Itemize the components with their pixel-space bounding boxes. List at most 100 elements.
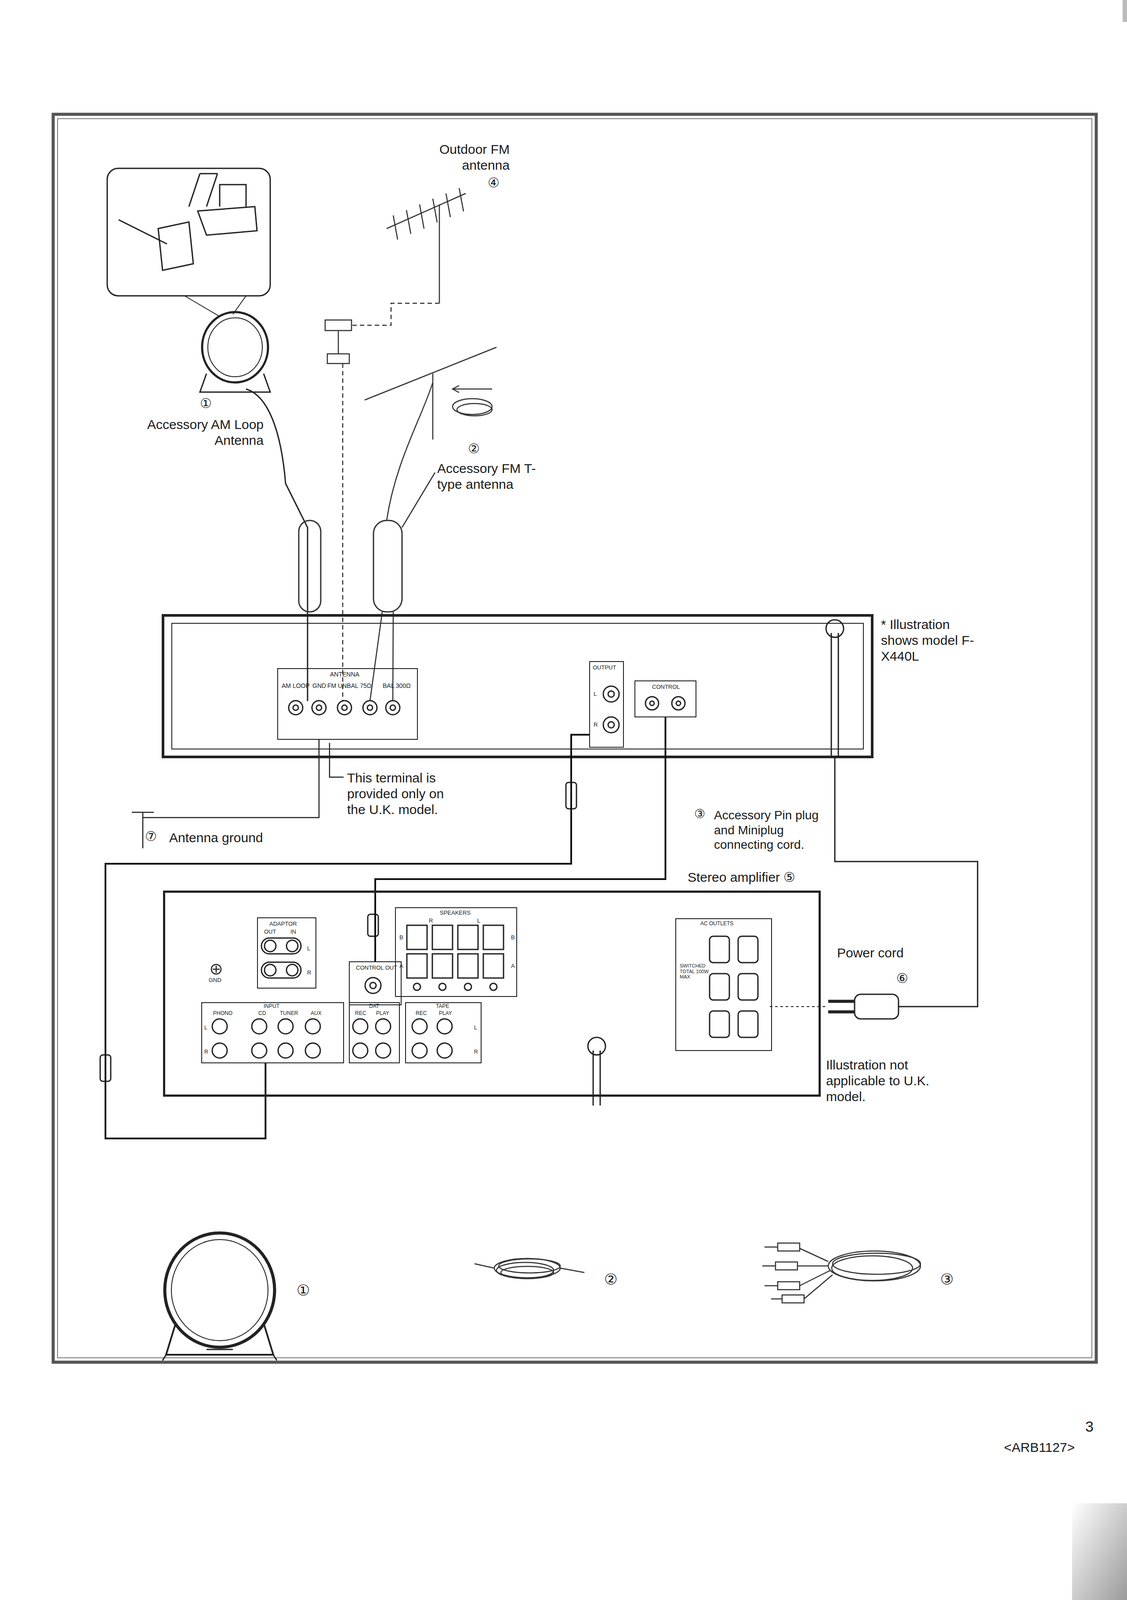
page-frame bbox=[53, 114, 1097, 1362]
outdoor-fm-antenna bbox=[342, 363, 344, 701]
power-cord bbox=[831, 632, 839, 757]
terminal-label: SWITCHED TOTAL 100W MAX bbox=[679, 962, 709, 980]
ground-terminal bbox=[211, 963, 222, 974]
amplifier-jacks bbox=[365, 977, 381, 993]
amplifier-cord bbox=[587, 1036, 606, 1055]
callout-number: ② bbox=[467, 440, 480, 457]
outdoor-fm-antenna bbox=[325, 319, 352, 331]
amplifier-jacks bbox=[286, 963, 298, 976]
fm-t-antenna bbox=[456, 403, 493, 416]
tuner-rear-panel bbox=[163, 615, 873, 757]
antenna-terminals bbox=[362, 700, 377, 715]
terminal-label: GND bbox=[312, 681, 327, 689]
tape-jacks: TAPERECPLAYLR bbox=[405, 1001, 482, 1063]
amplifier-jacks bbox=[375, 1042, 391, 1058]
terminal-label: CD bbox=[258, 1010, 266, 1017]
terminal-label: PHONO bbox=[213, 1010, 233, 1017]
control-out-jack: CONTROL OUT bbox=[348, 960, 402, 1005]
tuner-jacks bbox=[603, 685, 685, 733]
tuner-rear-panel bbox=[163, 615, 873, 757]
ac-outlets bbox=[738, 935, 758, 963]
callout-number: ② bbox=[604, 1269, 618, 1288]
tuner-jacks bbox=[608, 721, 615, 728]
output-jacks: OUTPUTLR bbox=[589, 660, 624, 748]
speaker-terminals bbox=[438, 982, 446, 990]
accessory-fm-wire bbox=[494, 1257, 561, 1278]
note: Illustration not applicable to U.K. mode… bbox=[826, 1056, 941, 1105]
speaker-terminals bbox=[432, 924, 453, 950]
power-cord bbox=[826, 619, 844, 638]
antenna-terminals bbox=[311, 700, 327, 715]
note: This terminal is provided only on the U.… bbox=[347, 769, 466, 818]
amplifier-jacks bbox=[375, 1018, 391, 1034]
dat-jacks: DATRECPLAY bbox=[348, 1001, 400, 1063]
antenna-terminals bbox=[341, 704, 348, 711]
terminal-label: AM LOOP bbox=[281, 681, 310, 689]
amplifier-jacks bbox=[264, 963, 276, 976]
amplifier-jacks bbox=[212, 937, 453, 1058]
accessory-cord-bundle bbox=[775, 1261, 798, 1270]
am-loop-antenna bbox=[199, 373, 271, 392]
cord-ties bbox=[298, 520, 321, 612]
amplifier-jacks bbox=[261, 937, 301, 954]
terminal-label: R bbox=[474, 1048, 479, 1055]
terminal-label: BAL 300Ω bbox=[382, 681, 411, 689]
accessory-loop-antenna bbox=[162, 1232, 277, 1360]
accessory-loop-antenna bbox=[171, 1239, 269, 1341]
speaker-terminals bbox=[457, 924, 479, 950]
cord-ties bbox=[373, 520, 403, 612]
speaker-terminals bbox=[406, 953, 428, 978]
accessory-fm-wire bbox=[474, 1263, 585, 1272]
fm-t-antenna bbox=[364, 347, 497, 400]
amplifier-jacks bbox=[251, 1042, 267, 1058]
amplifier-cord bbox=[593, 1050, 601, 1106]
amplifier-jacks bbox=[352, 1018, 368, 1034]
tuner-jacks bbox=[603, 685, 620, 702]
amplifier-jacks bbox=[261, 961, 301, 978]
antenna-terminals bbox=[390, 704, 396, 711]
callout-number: ① bbox=[199, 395, 212, 412]
cord-plugs bbox=[100, 782, 577, 1081]
accessory-cord-bundle bbox=[797, 1247, 833, 1299]
am-loop-antenna bbox=[202, 311, 269, 383]
accessory-cord-bundle bbox=[828, 1250, 921, 1281]
callout-number: ③ bbox=[694, 806, 706, 822]
cord-plugs bbox=[367, 913, 379, 936]
section-heading: AC OUTLETS bbox=[700, 920, 734, 927]
section-heading: CONTROL bbox=[652, 683, 681, 691]
antenna-terminals bbox=[337, 700, 352, 715]
amplifier-jacks bbox=[278, 1018, 294, 1034]
terminal-label: B bbox=[510, 934, 515, 941]
terminal-label: IN bbox=[290, 928, 297, 935]
terminal-label: REC bbox=[415, 1010, 427, 1017]
section-heading: Stereo amplifier ⑤ bbox=[687, 869, 796, 885]
fm-t-antenna bbox=[364, 347, 497, 701]
antenna-terminals bbox=[385, 700, 400, 715]
accessory-cord-bundle bbox=[782, 1294, 805, 1303]
input-jacks: INPUTPHONOCDTUNERAUXLR bbox=[201, 1001, 345, 1063]
clip-detail-inset bbox=[197, 206, 258, 236]
accessory-cord-bundle bbox=[762, 1246, 783, 1299]
amplifier-jacks bbox=[286, 939, 298, 952]
outdoor-fm-antenna bbox=[327, 353, 350, 364]
accessory-cord-bundle bbox=[777, 1281, 800, 1290]
power-cord bbox=[828, 1000, 855, 1012]
amplifier-jacks bbox=[369, 982, 377, 989]
amplifier-jacks bbox=[212, 1042, 228, 1058]
ac-outlets bbox=[709, 935, 730, 963]
section-heading: SPEAKERS bbox=[439, 909, 471, 917]
ac-outlets bbox=[709, 973, 730, 1000]
ac-outlets bbox=[738, 1010, 758, 1037]
outdoor-fm-antenna bbox=[325, 188, 466, 701]
terminal-label: GND bbox=[208, 976, 222, 984]
scan-shadow bbox=[1122, 0, 1127, 22]
clip-detail-inset bbox=[107, 168, 271, 296]
terminal-label: R bbox=[307, 969, 312, 976]
page-frame bbox=[57, 118, 1092, 1358]
terminal-block: ANTENNAAM LOOPGNDFM UNBAL 75ΩBAL 300Ω bbox=[277, 667, 418, 740]
amplifier-jacks bbox=[264, 939, 276, 952]
callout-number: ⑥ bbox=[896, 970, 909, 986]
amplifier-jacks bbox=[412, 1018, 428, 1034]
section-heading: OUTPUT bbox=[592, 664, 617, 671]
